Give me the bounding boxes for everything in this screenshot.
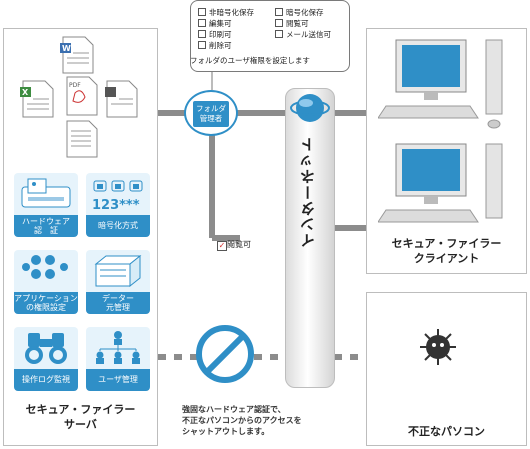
image-doc-icon xyxy=(105,80,138,118)
lock-icon: 123*** xyxy=(92,180,143,213)
option-checkbox[interactable]: 印刷可 xyxy=(198,30,232,40)
folder-admin-label: フォルダ 管理者 xyxy=(193,101,229,127)
feature-app-permissions: アプリケーション の権限設定 xyxy=(14,250,78,314)
pin-text: 123*** xyxy=(92,198,140,213)
feature-label: アプリケーション の権限設定 xyxy=(14,292,78,314)
bubble-note: フォルダのユーザ権限を設定します xyxy=(190,56,310,65)
excel-doc-icon: X xyxy=(20,80,54,118)
desktop-pc-icon xyxy=(378,143,503,223)
document-icons: W X PDF xyxy=(20,36,138,158)
feature-label: 操作ログ監視 xyxy=(14,369,78,391)
storage-icon xyxy=(94,254,142,288)
svg-text:PDF: PDF xyxy=(69,82,81,89)
feature-label: ハードウェア 認 証 xyxy=(14,215,78,237)
svg-text:X: X xyxy=(22,88,29,97)
rogue-title: 不正なパソコン xyxy=(408,425,485,438)
apps-icon xyxy=(22,255,68,279)
option-checkbox[interactable]: 閲覧可 xyxy=(275,19,309,29)
feature-label: データー 元管理 xyxy=(86,292,150,314)
prohibited-icon xyxy=(196,325,254,383)
option-checkbox[interactable]: 削除可 xyxy=(198,41,232,51)
feature-data-management: データー 元管理 xyxy=(86,250,150,314)
feature-hardware-auth: ハードウェア 認 証 xyxy=(14,173,78,237)
option-checkbox[interactable]: メール送信可 xyxy=(275,30,331,40)
desktop-pc-icon xyxy=(378,39,503,129)
check-icon: ✓ xyxy=(217,241,227,251)
option-checkbox[interactable]: 非暗号化保存 xyxy=(198,8,254,18)
org-chart-icon xyxy=(96,331,140,364)
feature-encryption: 123*** 暗号化方式 xyxy=(86,173,150,237)
virus-icon xyxy=(420,329,456,365)
feature-label: ユーザ管理 xyxy=(86,369,150,391)
option-checkbox[interactable]: 編集可 xyxy=(198,19,232,29)
pdf-doc-icon: PDF xyxy=(66,76,98,116)
feature-operation-log: 操作ログ監視 xyxy=(14,327,78,391)
text-doc-icon xyxy=(66,120,98,158)
blocked-note: 強固なハードウェア認証で、 不正なパソコンからのアクセスを シャットアウトします… xyxy=(182,405,302,436)
feature-user-management: ユーザ管理 xyxy=(86,327,150,391)
rogue-panel xyxy=(366,292,527,446)
internet-pillar xyxy=(285,88,335,388)
option-checkbox[interactable]: 暗号化保存 xyxy=(275,8,324,18)
hardware-auth-icon xyxy=(21,178,71,208)
globe-icon xyxy=(290,94,330,122)
view-badge: ✓閲覧可 xyxy=(217,240,251,251)
svg-text:W: W xyxy=(62,44,71,53)
client-computers xyxy=(378,39,503,223)
feature-label: 暗号化方式 xyxy=(86,215,150,237)
server-title: セキュア・ファイラー サーバ xyxy=(25,403,136,431)
client-title: セキュア・ファイラー クライアント xyxy=(391,237,502,265)
internet-label: インターネット xyxy=(299,136,317,248)
word-doc-icon: W xyxy=(60,36,94,74)
binoculars-icon xyxy=(25,333,67,364)
